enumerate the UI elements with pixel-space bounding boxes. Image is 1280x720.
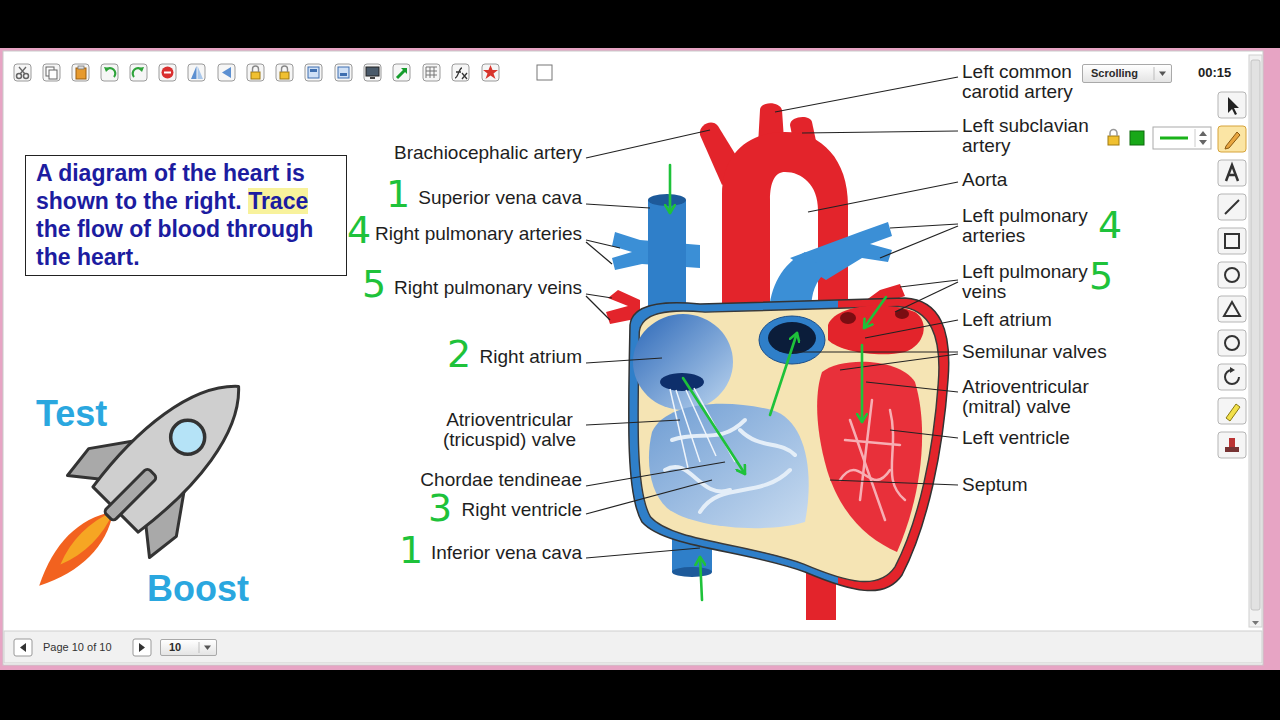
word: of: [154, 160, 176, 186]
page-dropdown: 10: [160, 639, 217, 656]
dropdown-text: 10: [169, 640, 194, 655]
instruction-box: A diagram of the heart is shown to the r…: [25, 155, 347, 276]
part-label: Right atrium: [480, 347, 582, 367]
part-label: Aorta: [962, 170, 1007, 190]
word: shown: [36, 188, 109, 214]
part-label: Chordae tendineae: [420, 470, 582, 490]
word: blood: [157, 216, 220, 242]
logo-text: Boost: [147, 568, 249, 610]
word: heart: [223, 160, 279, 186]
callout-number: 2: [447, 334, 471, 374]
part-label: Left pulmonary arteries: [962, 206, 1102, 246]
callout-number: 4: [347, 210, 371, 250]
timer: 00:15: [1198, 65, 1231, 81]
part-label: Left common carotid artery: [962, 62, 1092, 102]
part-label: Brachiocephalic artery: [394, 143, 582, 163]
dropdown-arrow: [1153, 65, 1171, 82]
part-label: Atrioventricular (mitral) valve: [962, 377, 1102, 417]
part-label: Right ventricle: [462, 500, 582, 520]
word: the: [182, 160, 217, 186]
part-label: Left atrium: [962, 310, 1052, 330]
part-label: Atrioventricular (tricuspid) valve: [437, 410, 582, 450]
mode-dropdown: Scrolling: [1082, 64, 1172, 83]
highlighted-word: Trace: [248, 188, 308, 214]
callout-number: 4: [1098, 205, 1122, 245]
word: the: [36, 244, 71, 270]
instruction-text: A diagram of the heart is shown to the r…: [36, 159, 340, 271]
callout-number: 1: [399, 530, 423, 570]
word: to: [115, 188, 137, 214]
word: heart.: [77, 244, 140, 270]
callout-number: 5: [362, 264, 386, 304]
part-label: Septum: [962, 475, 1027, 495]
dropdown-arrow: [198, 640, 216, 655]
part-label: Left pulmonary veins: [962, 262, 1102, 302]
word: A: [36, 160, 52, 186]
word: the: [143, 188, 178, 214]
page-indicator: Page 10 of 10: [43, 640, 112, 654]
word: the: [36, 216, 71, 242]
part-label: Left ventricle: [962, 428, 1070, 448]
logo-text: Test: [36, 393, 107, 435]
part-label: Inferior vena cava: [431, 543, 582, 563]
callout-number: 3: [428, 488, 452, 528]
word: diagram: [58, 160, 147, 186]
word: through: [226, 216, 313, 242]
word: of: [129, 216, 151, 242]
part-label: Semilunar valves: [962, 342, 1107, 362]
callout-number: 5: [1089, 256, 1113, 296]
word: flow: [77, 216, 123, 242]
part-label: Superior vena cava: [418, 188, 582, 208]
part-label: Right pulmonary arteries: [375, 224, 582, 244]
part-label: Right pulmonary veins: [394, 278, 582, 298]
word: is: [286, 160, 305, 186]
part-label: Left subclavian artery: [962, 116, 1102, 156]
dropdown-text: Scrolling: [1091, 65, 1149, 82]
callout-number: 1: [386, 174, 410, 214]
word: right.: [184, 188, 242, 214]
